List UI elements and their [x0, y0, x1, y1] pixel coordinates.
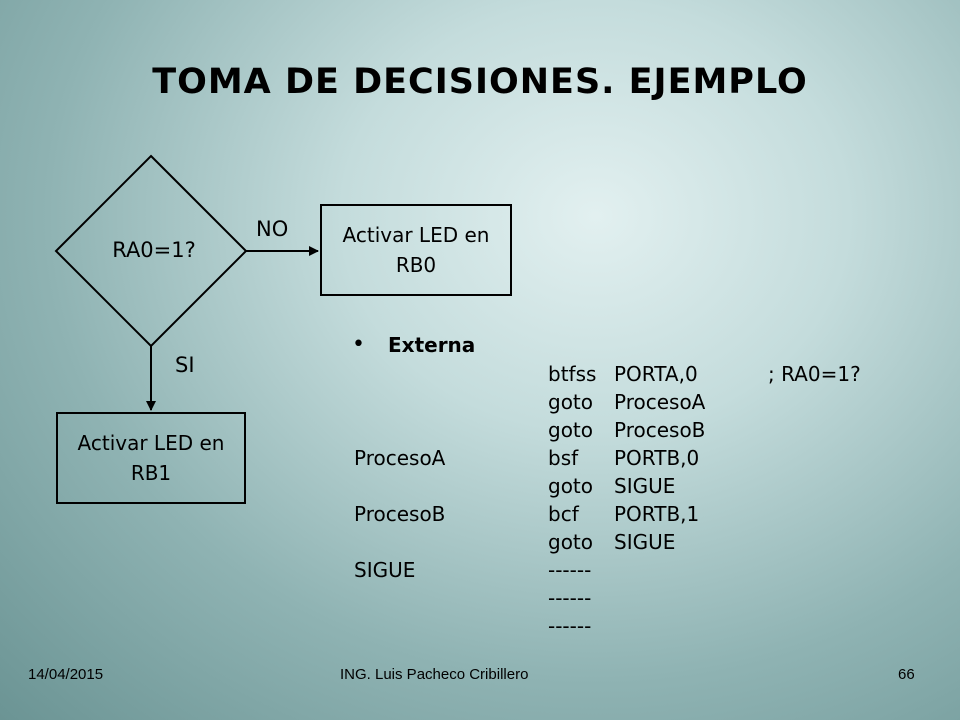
code-arg: PORTB,0: [614, 446, 700, 470]
code-label: SIGUE: [354, 558, 416, 582]
process-box-rb0-line1: Activar LED en: [342, 223, 490, 247]
slide-title: TOMA DE DECISIONES. EJEMPLO: [152, 62, 808, 102]
code-arg: ProcesoB: [614, 418, 706, 442]
code-op: ------: [548, 558, 592, 582]
branch-label-no: NO: [256, 217, 289, 241]
process-box-rb0: Activar LED en RB0: [320, 204, 512, 296]
code-arg: ProcesoA: [614, 390, 706, 414]
footer-author: ING. Luis Pacheco Cribillero: [340, 666, 529, 683]
process-box-rb0-line2: RB0: [395, 253, 437, 277]
code-label: ProcesoA: [354, 446, 446, 470]
code-op: goto: [548, 390, 594, 414]
decision-label: RA0=1?: [112, 238, 196, 262]
code-arg: SIGUE: [614, 530, 676, 554]
code-op: bsf: [548, 446, 579, 470]
code-label: ProcesoB: [354, 502, 446, 526]
bullet-marker: •: [352, 332, 365, 357]
footer-date: 14/04/2015: [28, 666, 104, 683]
code-arg: PORTB,1: [614, 502, 700, 526]
code-op: goto: [548, 474, 594, 498]
code-op: bcf: [548, 502, 579, 526]
code-op: goto: [548, 530, 594, 554]
branch-label-si: SI: [175, 353, 195, 377]
process-box-rb1-line1: Activar LED en: [77, 431, 225, 455]
code-op: btfss: [548, 362, 597, 386]
process-box-rb1-line2: RB1: [130, 461, 172, 485]
code-arg: PORTA,0: [614, 362, 698, 386]
process-box-rb1: Activar LED en RB1: [56, 412, 246, 504]
code-op: goto: [548, 418, 594, 442]
code-comment: ; RA0=1?: [768, 362, 861, 386]
footer-page-number: 66: [898, 666, 915, 683]
code-op: ------: [548, 586, 592, 610]
code-heading: Externa: [388, 333, 476, 357]
code-op: ------: [548, 614, 592, 638]
code-arg: SIGUE: [614, 474, 676, 498]
